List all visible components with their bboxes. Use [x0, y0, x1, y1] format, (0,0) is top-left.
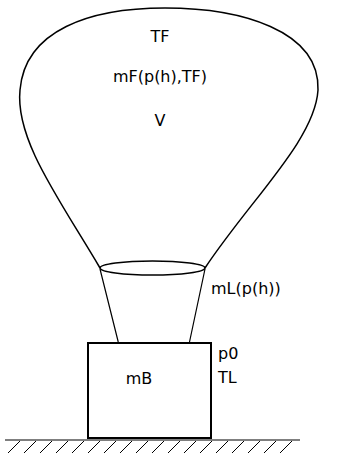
- node-text: mB: [126, 369, 153, 388]
- envelope-shape: [20, 8, 318, 268]
- hatch-stroke: [8, 441, 20, 453]
- hatch-stroke: [120, 441, 132, 453]
- air-mass-label: mL(p(h)): [211, 279, 281, 298]
- ground-hatching: [8, 441, 292, 453]
- rope-connector: [100, 269, 205, 342]
- hatch-stroke: [24, 441, 36, 453]
- hatch-stroke: [200, 441, 212, 453]
- ground-line: [5, 439, 300, 440]
- temperature-label: TL: [218, 368, 237, 387]
- envelope-mouth: [100, 261, 205, 275]
- hatch-stroke: [72, 441, 84, 453]
- hatch-stroke: [280, 441, 292, 453]
- hatch-stroke: [216, 441, 228, 453]
- hatch-stroke: [248, 441, 260, 453]
- node-text: mF(p(h),TF): [113, 67, 207, 86]
- hatch-stroke: [232, 441, 244, 453]
- hatch-stroke: [104, 441, 116, 453]
- hatch-stroke: [152, 441, 164, 453]
- node-text: V: [155, 111, 166, 130]
- node-text: TF: [151, 27, 170, 46]
- hatch-stroke: [56, 441, 68, 453]
- hatch-stroke: [88, 441, 100, 453]
- basket-box: mB: [87, 342, 212, 439]
- hatch-stroke: [40, 441, 52, 453]
- hatch-stroke: [264, 441, 276, 453]
- hatch-stroke: [168, 441, 180, 453]
- pressure-label: p0: [218, 344, 238, 363]
- hatch-stroke: [184, 441, 196, 453]
- hatch-stroke: [136, 441, 148, 453]
- balloon-envelope: TF mF(p(h),TF) V: [15, 5, 325, 280]
- envelope-outline: [15, 5, 325, 280]
